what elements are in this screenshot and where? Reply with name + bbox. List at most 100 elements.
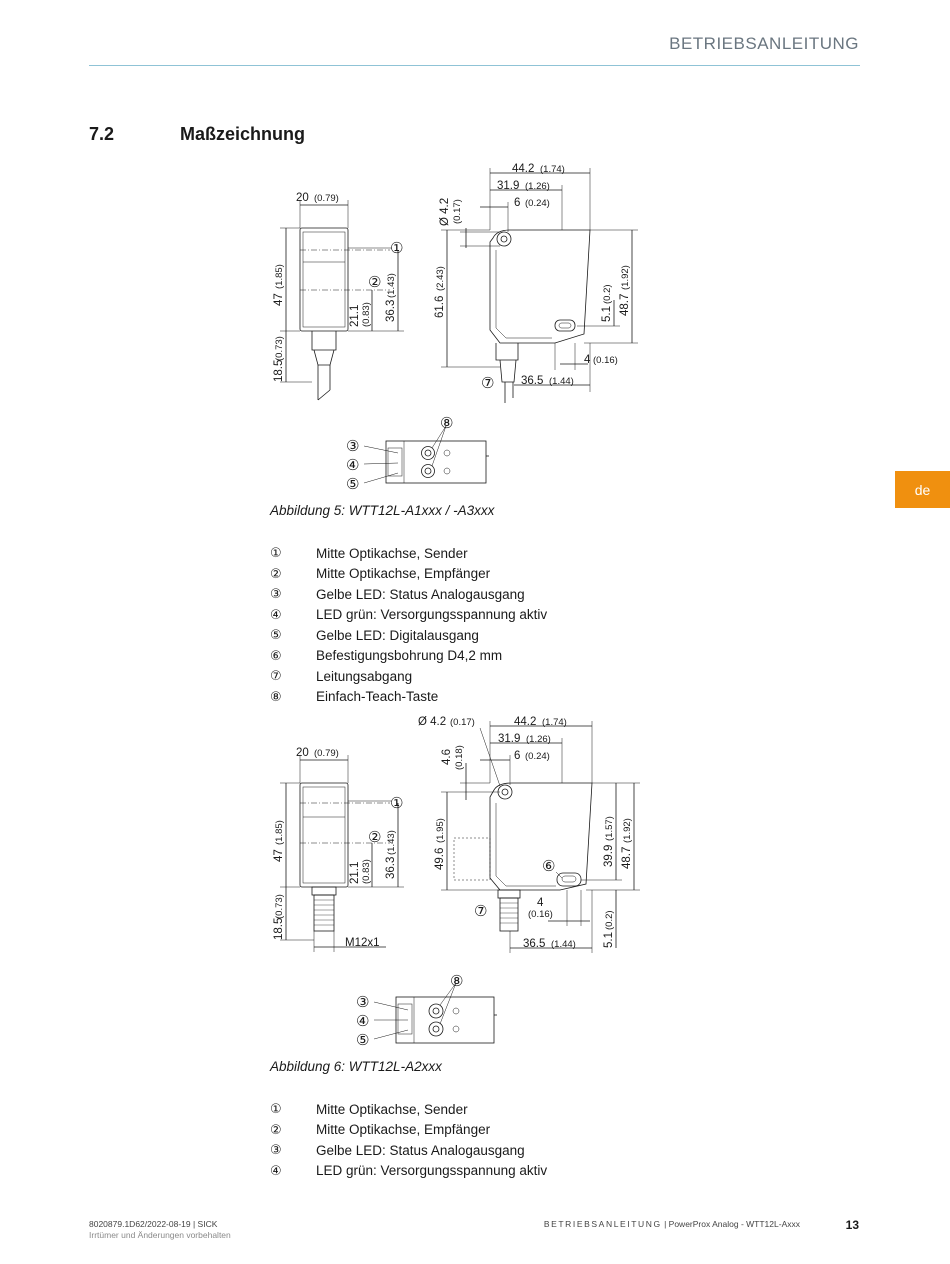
dim-h51: 5.1 (601, 306, 613, 322)
dim2-h18: 18.5 (273, 918, 285, 940)
dim2-d6: 6 (514, 750, 520, 762)
dim-d319-in: (1.26) (525, 181, 550, 192)
callout-8: ⑧ (440, 415, 453, 432)
dim2-hole-in: (0.17) (450, 717, 475, 728)
dim2-h399: 39.9 (603, 845, 615, 867)
dim-h47: 47 (273, 293, 285, 306)
dim-h487-in: (1.92) (620, 265, 631, 290)
header-rule (89, 65, 860, 66)
dim2-h47: 47 (273, 849, 285, 862)
footer-doc-id: 8020879.1D62/2022-08-19 | SICK (89, 1219, 218, 1229)
dim-h51-in: (0.2) (602, 284, 613, 304)
dim2-h36: 36.3 (385, 857, 397, 879)
callout-1: ① (390, 240, 403, 257)
dim2-h47-in: (1.85) (274, 820, 285, 845)
dim-h616-in: (2.43) (435, 266, 446, 291)
dim-d442-in: (1.74) (540, 164, 565, 175)
dim-h36-in: (1.43) (386, 273, 397, 298)
callout-7: ⑦ (481, 375, 494, 392)
dim-d442: 44.2 (512, 163, 534, 175)
callout-5: ⑤ (346, 476, 359, 493)
dim-d365-in: (1.44) (549, 376, 574, 387)
dim-h36: 36.3 (385, 300, 397, 322)
callout-3: ③ (346, 438, 359, 455)
dim-h21: 21.1 (349, 305, 361, 327)
dim2-h18-in: (0.73) (274, 894, 285, 919)
dim-width-in: (0.79) (314, 193, 339, 204)
language-tab[interactable]: de (895, 471, 950, 508)
header-title: BETRIEBSANLEITUNG (669, 34, 859, 53)
dim-h21-in: (0.83) (361, 302, 372, 327)
dim2-d365-in: (1.44) (551, 939, 576, 950)
dim2-h46: 4.6 (441, 749, 453, 765)
callout2-2: ② (368, 829, 381, 846)
dim-d6: 6 (514, 197, 520, 209)
callout2-6: ⑥ (542, 858, 555, 875)
figure-caption-1: Abbildung 5: WTT12L-A1xxx / -A3xxx (270, 503, 495, 518)
dim2-width-in: (0.79) (314, 748, 339, 759)
footer-disclaimer: Irrtümer und Änderungen vorbehalten (89, 1230, 231, 1240)
figure-caption-2: Abbildung 6: WTT12L-A2xxx (270, 1059, 442, 1074)
dim2-d4-in: (0.16) (528, 909, 553, 920)
dim-hole: Ø 4.2 (439, 198, 451, 226)
page-number: 13 (845, 1218, 859, 1232)
dim2-d365: 36.5 (523, 938, 545, 950)
dim-h616: 61.6 (434, 296, 446, 318)
dim2-h51-in: (0.2) (604, 910, 615, 930)
dim2-h399-in: (1.57) (604, 816, 615, 841)
dim2-h496-in: (1.95) (435, 818, 446, 843)
dim2-d442: 44.2 (514, 716, 536, 728)
dim2-h487: 48.7 (621, 847, 633, 869)
dim2-d4: 4 (537, 897, 544, 909)
dim-width: 20 (296, 192, 309, 204)
dim2-h51: 5.1 (603, 932, 615, 948)
dim-h18-in: (0.73) (274, 336, 285, 361)
footer-product: | PowerProx Analog - WTT12L-Axxx (661, 1219, 800, 1229)
dim-h18: 18.5 (273, 360, 285, 382)
callout2-1: ① (390, 795, 403, 812)
dim-h47-in: (1.85) (274, 264, 285, 289)
dim-d6-in: (0.24) (525, 198, 550, 209)
dim2-h487-in: (1.92) (622, 818, 633, 843)
section-title: Maßzeichnung (180, 124, 305, 144)
dimension-drawing-2: 20 (0.79) 47 (1.85) 18.5 (0.73) 21.1 (0.… (273, 716, 640, 1049)
section-number: 7.2 (89, 124, 115, 144)
footer-manual: BETRIEBSANLEITUNG | PowerProx Analog - W… (544, 1219, 800, 1229)
callout-4: ④ (346, 457, 359, 474)
dim2-d442-in: (1.74) (542, 717, 567, 728)
dimension-drawing-1: 20 (0.79) 47 (1.85) 18.5 (0.73) 21.1 (0.… (273, 163, 638, 493)
dim2-d319-in: (1.26) (526, 734, 551, 745)
dim2-h21: 21.1 (349, 862, 361, 884)
callout2-4: ④ (356, 1013, 369, 1030)
dim2-h21-in: (0.83) (361, 859, 372, 884)
callout-2: ② (368, 274, 381, 291)
dim-d319: 31.9 (497, 180, 519, 192)
callout2-7: ⑦ (474, 903, 487, 920)
dim2-d319: 31.9 (498, 733, 520, 745)
callout2-5: ⑤ (356, 1032, 369, 1049)
dim-h487: 48.7 (619, 294, 631, 316)
dim2-thread: M12x1 (345, 937, 380, 949)
dim-d365: 36.5 (521, 375, 543, 387)
dim2-d6-in: (0.24) (525, 751, 550, 762)
dim2-h36-in: (1.43) (386, 830, 397, 855)
dim-hole-in: (0.17) (452, 199, 463, 224)
footer-manual-title: BETRIEBSANLEITUNG (543, 1219, 662, 1229)
footer-left: 8020879.1D62/2022-08-19 | SICK Irrtümer … (89, 1219, 231, 1241)
dim2-width: 20 (296, 747, 309, 759)
dim2-h496: 49.6 (434, 848, 446, 870)
